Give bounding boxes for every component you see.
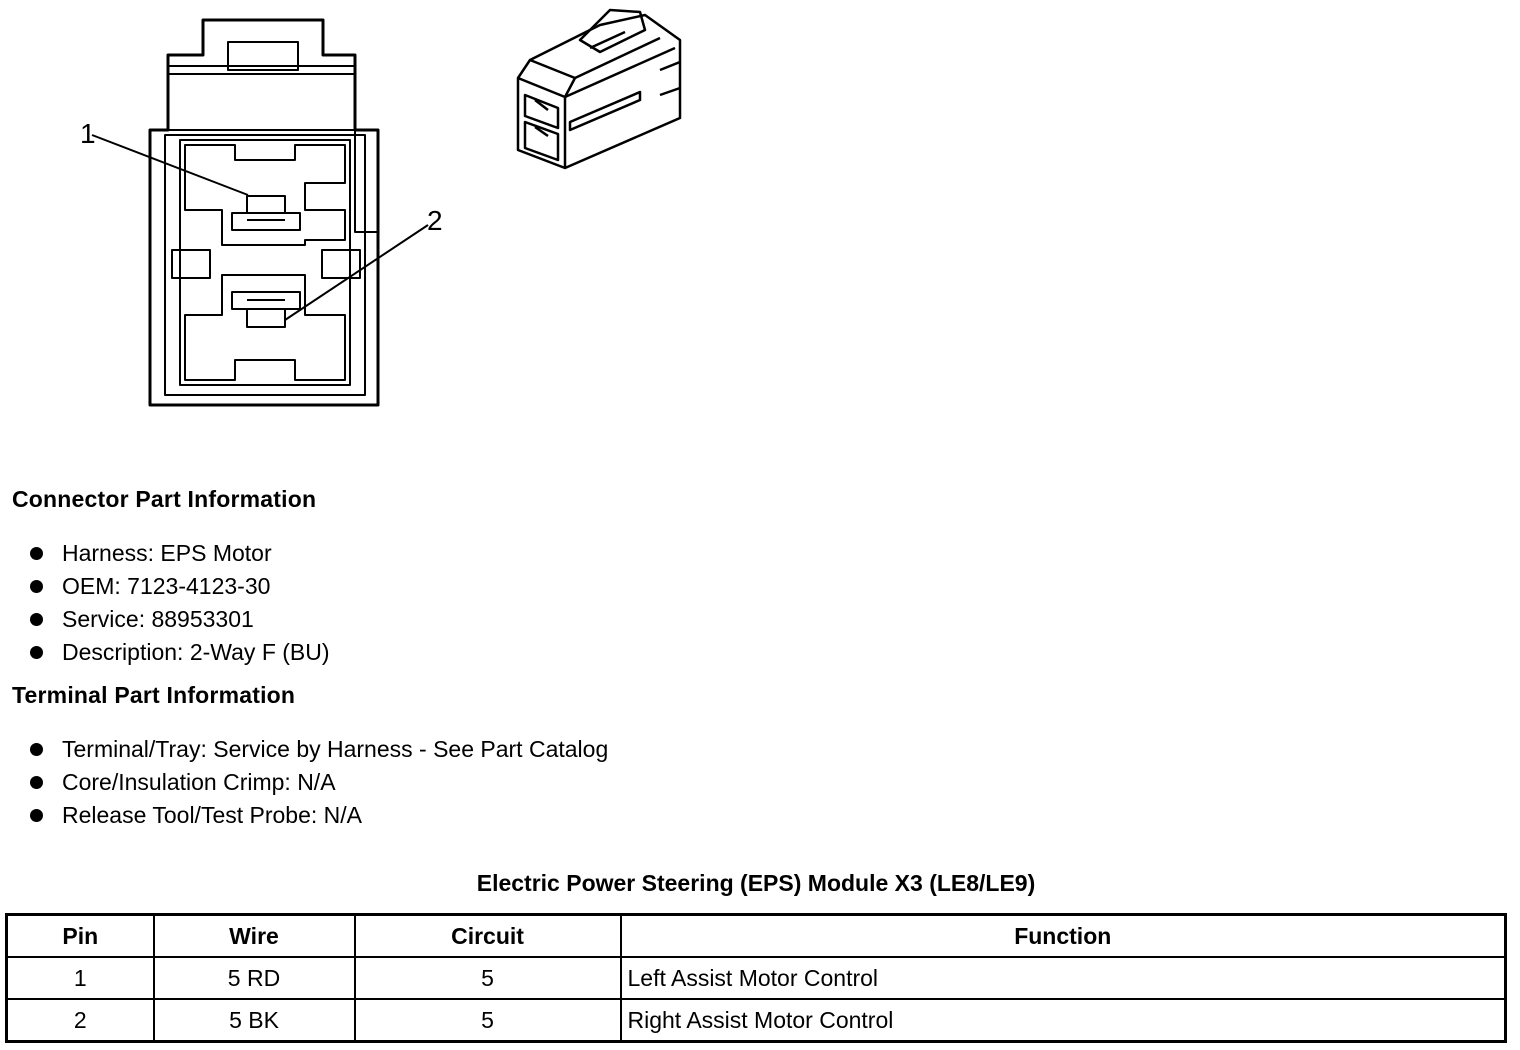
bullet-icon	[30, 776, 43, 789]
pinout-table: Pin Wire Circuit Function 1 5 RD 5 Left …	[5, 913, 1507, 1043]
header-wire: Wire	[152, 913, 356, 958]
header-pin: Pin	[5, 913, 155, 958]
terminal-info-heading: Terminal Part Information	[12, 682, 296, 708]
table-header-row: Pin Wire Circuit Function	[5, 913, 1507, 958]
bullet-icon	[30, 547, 43, 560]
cell-pin: 1	[5, 956, 155, 1000]
list-item: Terminal/Tray: Service by Harness - See …	[30, 733, 608, 766]
list-item: OEM: 7123-4123-30	[30, 570, 330, 603]
terminal-info-list: Terminal/Tray: Service by Harness - See …	[30, 733, 608, 832]
cell-wire: 5 BK	[152, 998, 356, 1043]
header-circuit: Circuit	[353, 913, 622, 958]
cell-function: Right Assist Motor Control	[619, 998, 1507, 1043]
cell-circuit: 5	[353, 956, 622, 1000]
bullet-icon	[30, 580, 43, 593]
list-item: Description: 2-Way F (BU)	[30, 636, 330, 669]
list-item: Release Tool/Test Probe: N/A	[30, 799, 608, 832]
callout-2: 2	[427, 205, 443, 236]
cell-function: Left Assist Motor Control	[619, 956, 1507, 1000]
list-item: Harness: EPS Motor	[30, 537, 330, 570]
table-row: 1 5 RD 5 Left Assist Motor Control	[5, 956, 1507, 1000]
bullet-icon	[30, 743, 43, 756]
connector-info-heading: Connector Part Information	[12, 486, 317, 512]
bullet-icon	[30, 646, 43, 659]
header-function: Function	[619, 913, 1507, 958]
cell-wire: 5 RD	[152, 956, 356, 1000]
table-row: 2 5 BK 5 Right Assist Motor Control	[5, 998, 1507, 1043]
list-item: Service: 88953301	[30, 603, 330, 636]
cell-pin: 2	[5, 998, 155, 1043]
cell-circuit: 5	[353, 998, 622, 1043]
connector-face-diagram: 1 2	[80, 18, 443, 407]
connector-isometric-diagram	[516, 8, 682, 170]
list-item: Core/Insulation Crimp: N/A	[30, 766, 608, 799]
callout-1: 1	[80, 118, 96, 149]
connector-info-list: Harness: EPS Motor OEM: 7123-4123-30 Ser…	[30, 537, 330, 669]
bullet-icon	[30, 613, 43, 626]
table-title: Electric Power Steering (EPS) Module X3 …	[476, 870, 1036, 896]
bullet-icon	[30, 809, 43, 822]
